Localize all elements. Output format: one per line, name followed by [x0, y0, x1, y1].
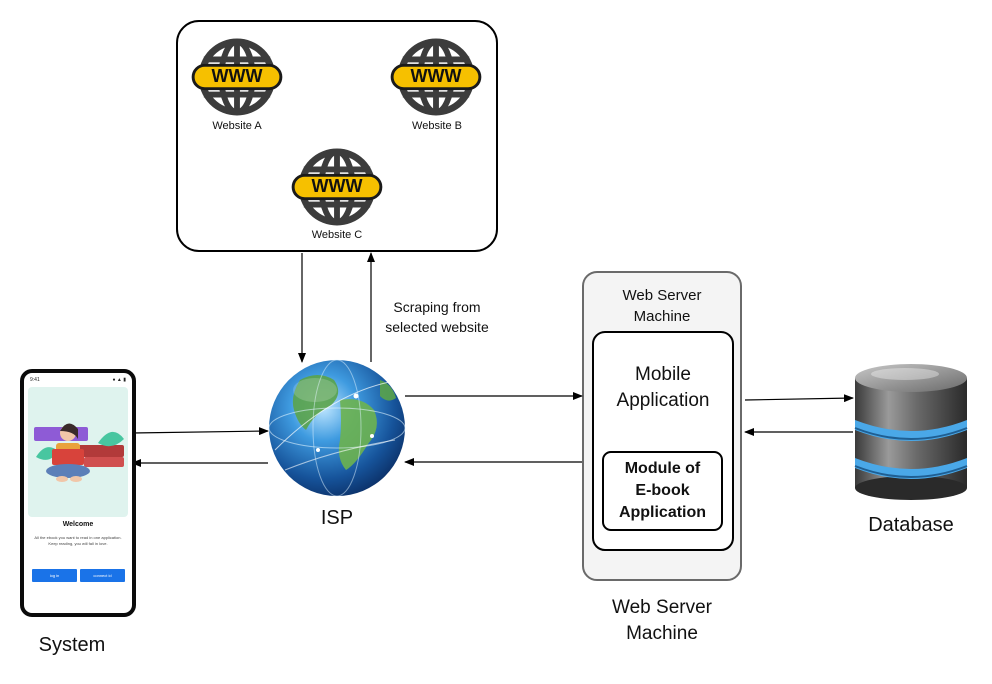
website-a-label: Website A	[212, 120, 262, 132]
arrow-system-to-isp	[131, 427, 269, 436]
isp-globe-icon	[268, 359, 406, 497]
website-b-label: Website B	[412, 120, 462, 132]
module-line-1: Module of	[624, 460, 701, 477]
module-line-3: Application	[618, 504, 707, 521]
www-text: WWW	[312, 176, 363, 196]
system-label: System	[38, 634, 106, 656]
phone-status-icons: ● ▲ ▮	[112, 377, 127, 383]
scraping-label-line-1: Scraping from	[393, 299, 481, 315]
mobile-application-line-1: Mobile	[635, 364, 691, 385]
database-label: Database	[868, 514, 954, 536]
reader-illustration-icon	[34, 423, 124, 482]
module-line-2: E-book	[635, 482, 690, 499]
arrow-server-to-database	[744, 394, 854, 403]
website-c-label: Website C	[311, 229, 363, 241]
phone-welcome-title: Welcome	[62, 521, 94, 528]
server-title-line-2: Machine	[633, 308, 691, 325]
phone-register-button[interactable]: connect id	[80, 569, 125, 582]
phone-status-time: 9:41	[30, 377, 40, 383]
database-icon	[854, 364, 968, 500]
website-a-icon: WWW	[193, 42, 281, 112]
www-text: WWW	[212, 66, 263, 86]
www-text: WWW	[411, 66, 462, 86]
website-c-icon: WWW	[293, 152, 381, 222]
mobile-application-line-2: Application	[616, 390, 710, 411]
server-caption-line-2: Machine	[626, 623, 698, 644]
server-title-line-1: Web Server	[622, 287, 702, 304]
phone-welcome-description: All the ebook you want to read in one ap…	[34, 535, 122, 546]
isp-label: ISP	[320, 507, 354, 529]
phone-login-button[interactable]: log in	[32, 569, 77, 582]
server-caption-line-1: Web Server	[612, 597, 712, 618]
website-b-icon: WWW	[392, 42, 480, 112]
reading-illustration	[28, 387, 128, 517]
scraping-label-line-2: selected website	[385, 319, 489, 335]
ebook-module-box	[602, 451, 723, 531]
phone-mockup: 9:41 ● ▲ ▮ Welcome All the ebook you wan…	[20, 369, 136, 617]
